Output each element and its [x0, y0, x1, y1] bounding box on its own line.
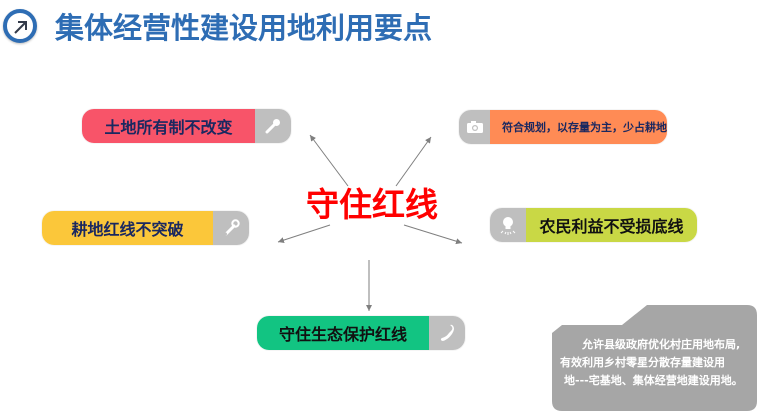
item-label: 守住生态保护红线	[257, 316, 429, 350]
item-label: 土地所有制不改变	[82, 109, 255, 143]
lightbulb-icon	[490, 208, 526, 242]
microphone-icon	[255, 109, 291, 143]
arrow-up-right-circle-icon	[3, 9, 37, 43]
camera-icon	[459, 110, 490, 144]
item-ecological-redline: 守住生态保护红线	[257, 316, 465, 350]
wrench-icon	[213, 211, 249, 245]
item-label: 耕地红线不突破	[42, 211, 213, 245]
item-land-ownership: 土地所有制不改变	[82, 109, 291, 143]
center-label: 守住红线	[306, 185, 438, 224]
item-label: 符合规划，以存量为主，少占耕地	[490, 110, 667, 144]
item-farmer-interests: 农民利益不受损底线	[490, 208, 697, 242]
note-line: 允许县级政府优化村庄用地布局,	[582, 338, 741, 351]
item-planning: 符合规划，以存量为主，少占耕地	[459, 110, 667, 144]
item-label: 农民利益不受损底线	[526, 208, 697, 242]
phone-icon	[429, 316, 465, 350]
item-farmland-redline: 耕地红线不突破	[42, 211, 249, 245]
note-line: 有效利用乡村零星分散存量建设用	[560, 356, 725, 369]
page-title: 集体经营性建设用地利用要点	[55, 11, 433, 45]
note-line: 地---宅基地、集体经营地建设用地。	[564, 374, 743, 387]
note-callout: 允许县级政府优化村庄用地布局, 有效利用乡村零星分散存量建设用 地---宅基地、…	[552, 303, 759, 411]
